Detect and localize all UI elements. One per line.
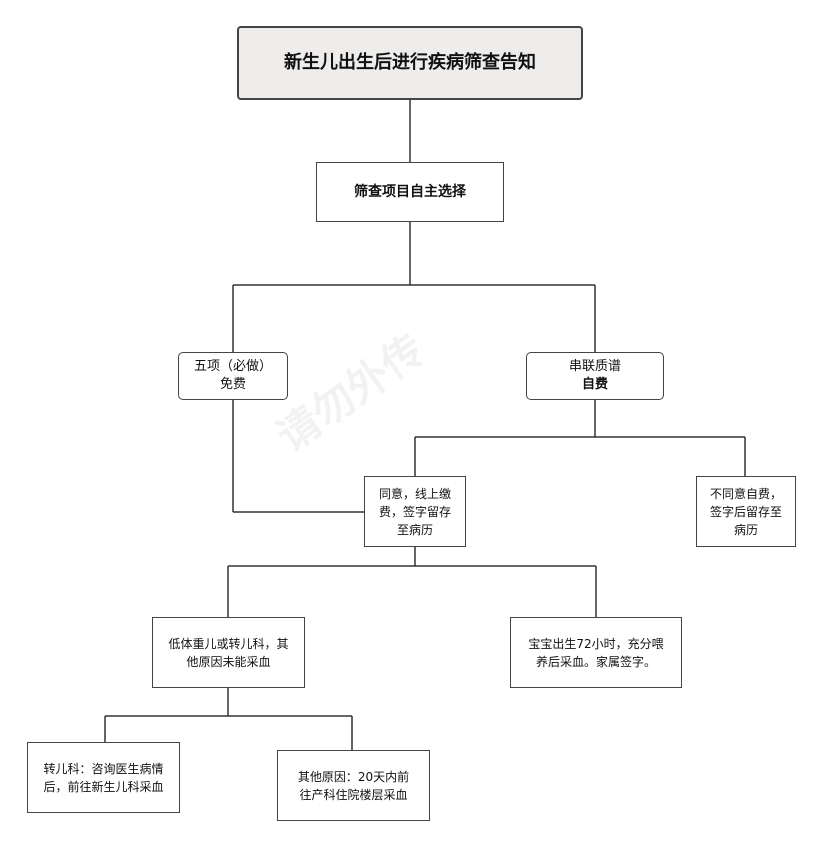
transfer-line2: 后，前往新生儿科采血 [43,779,164,794]
title-text: 新生儿出生后进行疾病筛查告知 [284,52,536,73]
low-weight-line2: 他原因未能采血 [186,654,271,669]
other-line2: 往产科住院楼层采血 [299,787,408,802]
tandem-box: 串联质谱 自费 [526,352,664,400]
agree-line1: 同意，线上缴 [378,486,451,501]
low-weight-line1: 低体重儿或转儿科，其 [168,636,289,651]
choose-text: 筛查项目自主选择 [354,184,466,200]
disagree-line1: 不同意自费， [709,486,782,501]
baby-72h-box: 宝宝出生72小时，充分喂 养后采血。家属签字。 [510,617,682,688]
transfer-line1: 转儿科：咨询医生病情 [43,761,164,776]
five-items-line2: 免费 [219,377,246,392]
disagree-box: 不同意自费， 签字后留存至 病历 [696,476,796,547]
transfer-pediatrics-box: 转儿科：咨询医生病情 后，前往新生儿科采血 [27,742,180,813]
agree-line3: 至病历 [396,522,433,537]
baby-72h-line2: 养后采血。家属签字。 [535,654,656,669]
five-items-box: 五项（必做） 免费 [178,352,288,400]
title-box: 新生儿出生后进行疾病筛查告知 [237,26,583,100]
five-items-line1: 五项（必做） [193,359,272,374]
other-line1: 其他原因：20天内前 [297,769,410,784]
disagree-line2: 签字后留存至 [709,504,782,519]
agree-box: 同意，线上缴 费，签字留存 至病历 [364,476,466,547]
agree-line2: 费，签字留存 [378,504,451,519]
choose-box: 筛查项目自主选择 [316,162,504,222]
tandem-line2: 自费 [581,377,608,392]
disagree-line3: 病历 [733,522,758,537]
tandem-line1: 串联质谱 [568,359,621,374]
low-weight-box: 低体重儿或转儿科，其 他原因未能采血 [152,617,305,688]
baby-72h-line1: 宝宝出生72小时，充分喂 [528,636,664,651]
other-reason-box: 其他原因：20天内前 往产科住院楼层采血 [277,750,430,821]
